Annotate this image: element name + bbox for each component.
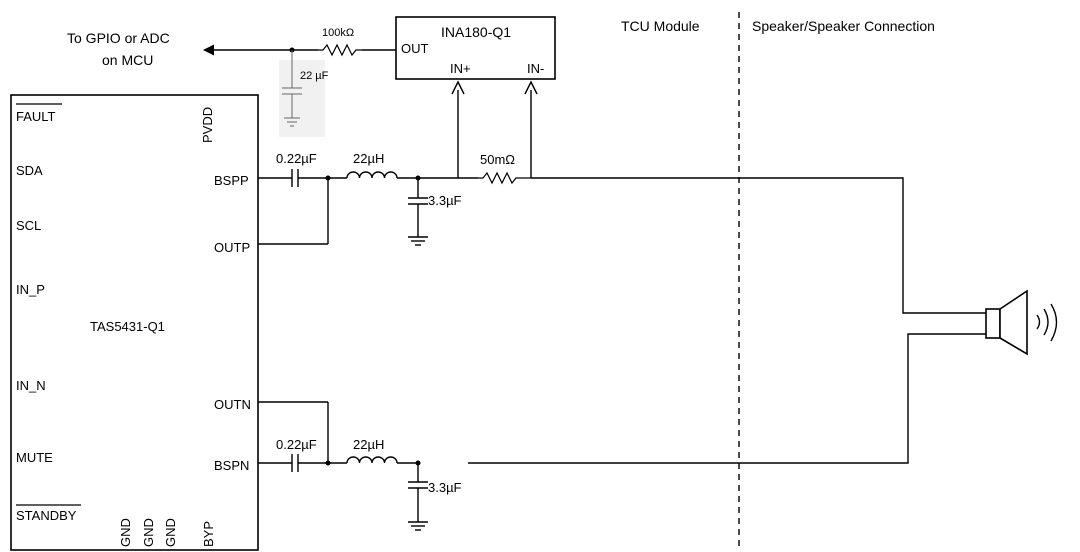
pin-outp: OUTP <box>214 240 250 255</box>
tas5431-box <box>10 94 259 551</box>
pin-gnd-1: GND <box>118 518 133 547</box>
inductor-top-label: 22µH <box>353 151 384 166</box>
output-cap-top-label: 3.3µF <box>428 193 462 208</box>
in-plus-sense-line <box>451 80 465 178</box>
pin-in-n: IN_N <box>16 378 46 393</box>
ina180-pin-in-minus: IN- <box>527 61 544 76</box>
pin-fault: FAULT <box>16 109 56 124</box>
ina180-pin-in-plus: IN+ <box>450 61 471 76</box>
pin-bspp: BSPP <box>214 173 249 188</box>
pin-scl: SCL <box>16 218 41 233</box>
tcu-module-label: TCU Module <box>621 18 700 34</box>
in-minus-sense-line <box>524 80 538 178</box>
pin-byp: BYP <box>201 521 216 547</box>
pin-bspn: BSPN <box>214 458 249 473</box>
mcu-label-line1: To GPIO or ADC <box>67 30 170 46</box>
filter-capacitor <box>279 47 325 137</box>
pin-in-p: IN_P <box>16 282 45 297</box>
speaker-connection-label: Speaker/Speaker Connection <box>752 18 935 34</box>
top-output-stage <box>258 169 986 314</box>
ina180-box <box>395 16 556 80</box>
resistor-100k-label: 100kΩ <box>322 27 354 39</box>
speaker-icon <box>985 289 1058 356</box>
pin-standby: STANDBY <box>16 508 77 523</box>
output-cap-bottom-label: 3.3µF <box>428 480 462 495</box>
shunt-resistor-label: 50mΩ <box>480 152 515 167</box>
boot-cap-bottom-label: 0.22µF <box>276 437 317 452</box>
pin-pvdd: PVDD <box>200 107 215 143</box>
output-arrow <box>203 44 318 56</box>
bottom-output-stage <box>258 333 986 531</box>
mcu-label-line2: on MCU <box>102 52 153 68</box>
resistor-100k <box>318 43 362 57</box>
ina180-name: INA180-Q1 <box>441 24 511 40</box>
ina180-pin-out: OUT <box>401 41 429 56</box>
pin-mute: MUTE <box>16 450 53 465</box>
boot-cap-top-label: 0.22µF <box>276 151 317 166</box>
pin-sda: SDA <box>16 163 43 178</box>
pin-gnd-2: GND <box>141 518 156 547</box>
filter-capacitor-label: 22 µF <box>300 70 329 82</box>
pin-gnd-3: GND <box>163 518 178 547</box>
tas5431-name: TAS5431-Q1 <box>90 319 165 334</box>
inductor-bottom-label: 22µH <box>353 437 384 452</box>
pin-outn: OUTN <box>214 397 251 412</box>
